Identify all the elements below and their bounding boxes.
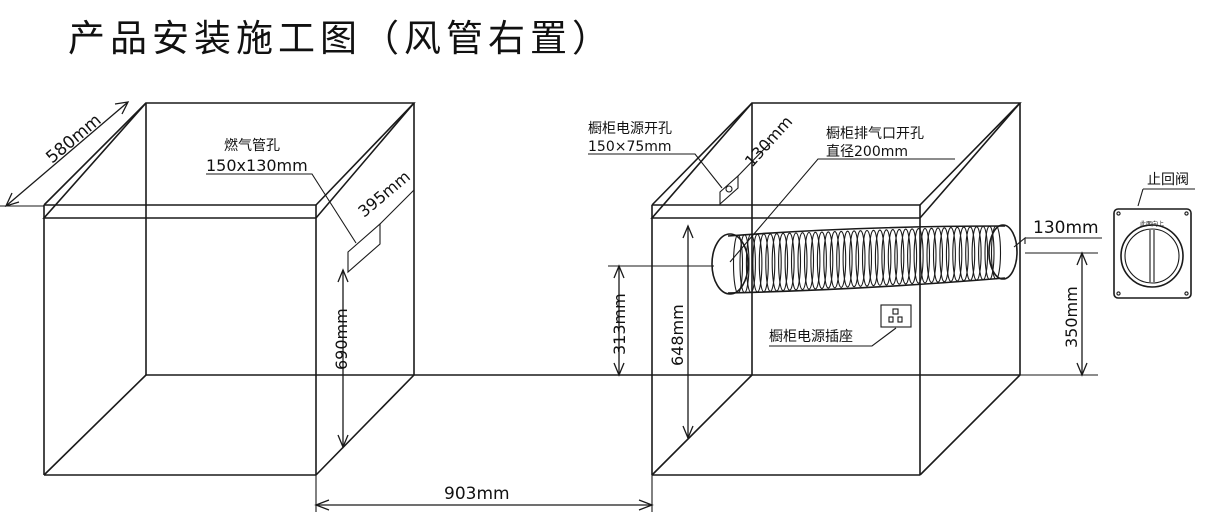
duct-rib [855,230,866,287]
duct-rib [939,227,950,283]
check-valve-label: 止回阀 [1147,172,1189,188]
duct-rib [887,229,898,286]
duct-rib [984,225,995,280]
duct-rib [765,233,776,292]
power-socket-icon [880,304,912,328]
exhaust-hole-label: 橱柜排气口开孔 [826,126,924,142]
check-valve-outer-ring [1120,224,1184,288]
left-cabinet [42,102,416,476]
duct-rib [990,225,1002,280]
duct-rib [739,234,750,294]
duct-rib [745,233,756,293]
duct-rib [810,231,821,290]
duct-rib [752,233,763,293]
duct-rib [758,233,769,293]
duct-rib [894,228,905,285]
duct-rib [971,226,982,281]
duct-inlet-ring [711,233,749,295]
duct-ribs [732,225,1002,294]
duct-130-label: 130mm [1033,218,1099,238]
flex-duct [711,224,1018,295]
gap-dimension: 903mm [314,475,654,512]
duct-rib [778,232,789,292]
duct-rib [849,230,860,288]
duct-rib [797,232,808,291]
gas-pipe-hole-rect [347,222,381,274]
gas-offset-395-label: 395mm [354,167,413,221]
gas-pipe-size-label: 150x130mm [206,156,308,175]
duct-rib [868,229,879,287]
cabinet-power-hole-rect [719,174,739,206]
duct-rib [965,226,976,281]
duct-outlet-ring [988,224,1018,280]
right-cabinet-top-face [650,102,1022,219]
check-valve-inner-ring [1124,228,1180,284]
power-socket-leader [769,327,897,347]
duct-rib [816,231,827,290]
exhaust-leader [729,158,955,263]
duct-rib [945,227,956,282]
duct-rib [803,231,815,290]
duct-rib [874,229,885,286]
right-dimensions: 130mm 350mm [1013,218,1102,377]
duct-rib [784,232,795,291]
cabinet-power-hole-size-label: 150×75mm [588,139,672,155]
duct-rib [881,229,892,286]
power-offset-130-label: 130mm [741,112,796,171]
gap-903-label: 903mm [444,484,510,504]
depth-dimension: 580mm [0,101,130,208]
duct-rib [932,227,944,283]
gas-pipe-hole-label: 燃气管孔 [224,137,280,154]
exhaust-hole-group: 橱柜排气口开孔 直径200mm [729,126,955,263]
cabinet-power-hole-label: 橱柜电源开孔 [588,121,672,137]
duct-rib [836,230,847,288]
duct-rib [907,228,918,285]
gas-pipe-hole-group: 燃气管孔 150x130mm 395mm 690mm [206,137,415,449]
duct-rib [952,226,963,282]
height-350-label: 350mm [1062,286,1081,348]
check-valve: 止回阀 此面向上 [1113,172,1195,299]
gas-height-690-label: 690mm [332,308,351,370]
duct-rib [771,233,782,292]
check-valve-plate [1113,208,1192,299]
duct-rib [958,226,969,282]
height-dimensions: 313mm 648mm [608,224,714,440]
duct-rib [861,229,873,287]
exhaust-diameter-label: 直径200mm [826,143,908,160]
page-title: 产品安装施工图（风管右置） [68,17,614,60]
duct-rib [978,225,989,281]
duct-rib [790,232,802,291]
duct-rib [829,231,840,289]
duct-rib [926,227,937,284]
duct-rib [823,231,834,289]
power-socket-label: 橱柜电源插座 [769,329,853,345]
power-socket-group: 橱柜电源插座 [769,304,912,347]
valve-plate-text: 此面向上 [1140,220,1164,228]
height-648-label: 648mm [668,304,687,366]
duct-rib [842,230,853,288]
duct-rib [732,234,744,294]
height-313-label: 313mm [610,293,629,355]
duct-rib [919,227,931,284]
cabinet-power-hole-group: 橱柜电源开孔 150×75mm 130mm [588,112,796,206]
duct-rib [913,228,924,284]
duct-rib [900,228,911,285]
right-cabinet [650,102,1022,476]
gas-pipe-leader [206,173,357,244]
cabinet-power-hole-leader [588,153,723,189]
